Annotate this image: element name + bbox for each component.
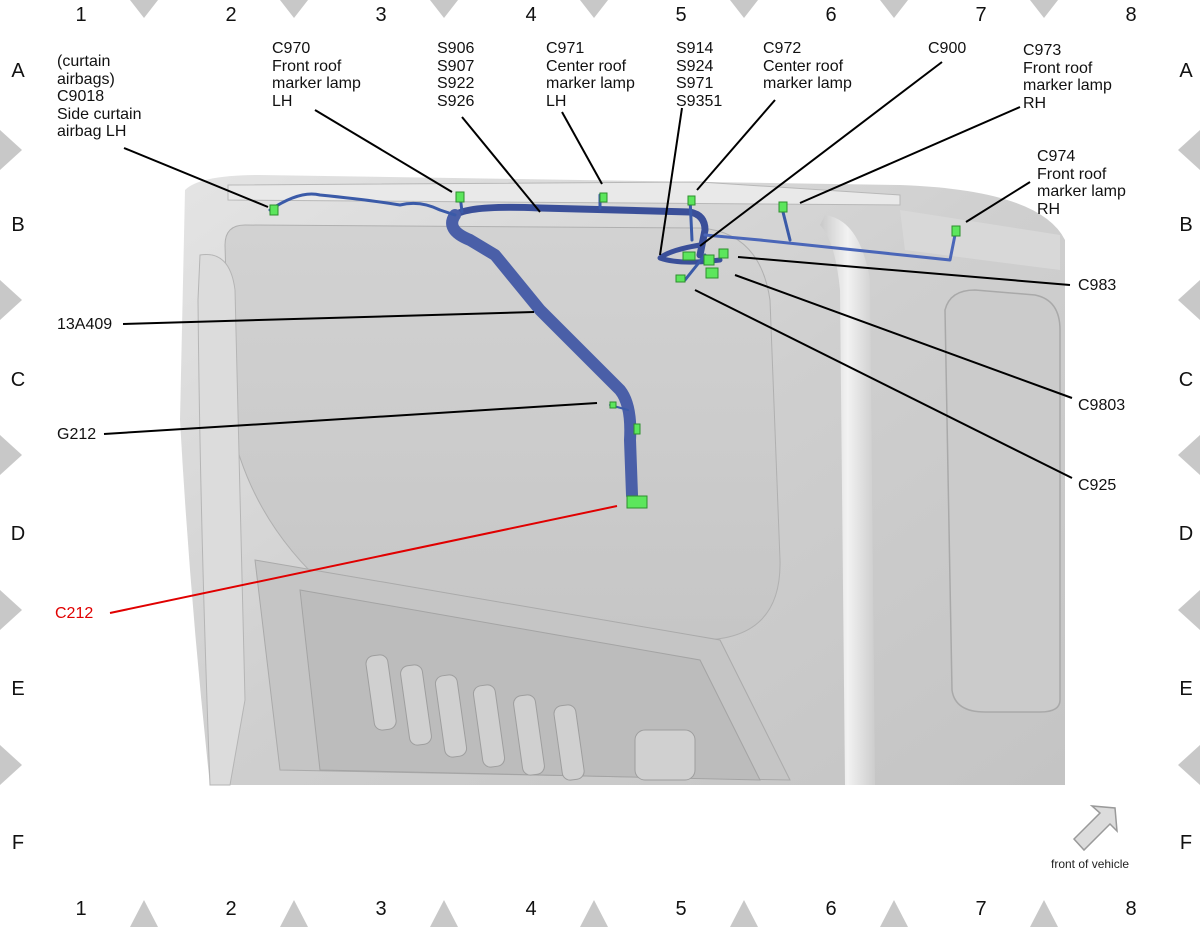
callout-line: RH bbox=[1023, 94, 1047, 112]
callout-line: C9018 bbox=[57, 88, 105, 105]
callout-line: LH bbox=[272, 92, 293, 110]
callout-c212: C212 bbox=[55, 605, 94, 622]
callout-line: Front roof bbox=[272, 57, 342, 75]
grid-col-2-bottom: 2 bbox=[225, 898, 237, 920]
grid-col-8-top: 8 bbox=[1125, 4, 1137, 26]
callout-line: C974 bbox=[1037, 148, 1076, 165]
callout-13a409-harness: 13A409 bbox=[57, 316, 113, 333]
callout-line: Center roof bbox=[763, 57, 844, 75]
leader-lines bbox=[103, 61, 1073, 479]
harness-13a409 bbox=[268, 192, 957, 501]
grid-col-1-top: 1 bbox=[75, 4, 87, 26]
callout-line: S971 bbox=[676, 75, 714, 92]
callout-c972: C972 Center roof marker lamp bbox=[763, 40, 852, 93]
callout-c925: C925 bbox=[1078, 477, 1117, 494]
callout-c970: C970 Front roof marker lamp LH bbox=[272, 40, 361, 110]
callout-line: S9351 bbox=[676, 92, 723, 110]
callout-line: C900 bbox=[928, 40, 967, 57]
callout-line: Center roof bbox=[546, 57, 627, 75]
callout-line: LH bbox=[546, 92, 567, 110]
grid-row-c-left: C bbox=[10, 369, 26, 391]
grid-row-b-right: B bbox=[1179, 214, 1193, 236]
callout-line: marker lamp bbox=[546, 75, 635, 92]
callout-line: marker lamp bbox=[763, 75, 852, 92]
front-of-vehicle-label: front of vehicle bbox=[1051, 857, 1130, 871]
callout-line: S924 bbox=[676, 57, 714, 75]
callout-c900: C900 bbox=[928, 40, 966, 58]
callout-c983: C983 bbox=[1078, 277, 1117, 294]
grid-col-7-top: 7 bbox=[975, 4, 987, 26]
grid-col-3-bottom: 3 bbox=[375, 898, 387, 920]
grid-row-f-left: F bbox=[11, 832, 25, 854]
callout-c974: C974 Front roof marker lamp RH bbox=[1037, 148, 1126, 218]
callout-g212-ground: G212 bbox=[57, 426, 97, 443]
grid-col-5-top: 5 bbox=[675, 4, 687, 26]
callout-line: Side curtain bbox=[57, 105, 142, 123]
grid-col-8-bottom: 8 bbox=[1125, 898, 1137, 920]
grid-row-d-right: D bbox=[1178, 523, 1194, 545]
grid-row-e-right: E bbox=[1179, 678, 1193, 700]
callout-line: (curtain bbox=[57, 53, 111, 70]
callout-c971: C971 Center roof marker lamp LH bbox=[546, 40, 635, 110]
callout-splices-s906-s926: S906 S907 S922 S926 bbox=[437, 40, 474, 110]
grid-col-6-top: 6 bbox=[825, 4, 837, 26]
grid-row-b-left: B bbox=[11, 214, 25, 236]
grid-col-1-bottom: 1 bbox=[75, 898, 87, 920]
callout-line: S922 bbox=[437, 75, 475, 92]
callout-line: S914 bbox=[676, 40, 714, 57]
grid-col-7-bottom: 7 bbox=[975, 898, 987, 920]
grid-col-4-top: 4 bbox=[525, 4, 537, 26]
grid-col-3-top: 3 bbox=[375, 4, 387, 26]
callout-c9803: C9803 bbox=[1078, 397, 1126, 414]
leader-line-c212 bbox=[109, 505, 618, 614]
connectors bbox=[269, 191, 961, 509]
callout-line: marker lamp bbox=[272, 75, 361, 92]
grid-row-a-left: A bbox=[11, 60, 25, 82]
arrow-up-right-icon bbox=[1072, 805, 1118, 852]
callout-line: S926 bbox=[437, 92, 475, 110]
callout-c9018-side-curtain-airbag: (curtain airbags) C9018 Side curtain air… bbox=[57, 53, 142, 141]
callout-c973: C973 Front roof marker lamp RH bbox=[1023, 42, 1112, 112]
callout-line: C970 bbox=[272, 40, 311, 57]
callout-line: C973 bbox=[1023, 42, 1062, 59]
callout-line: marker lamp bbox=[1037, 183, 1126, 200]
callout-line: RH bbox=[1037, 200, 1061, 218]
callout-line: marker lamp bbox=[1023, 77, 1112, 94]
grid-col-6-bottom: 6 bbox=[825, 898, 837, 920]
grid-col-5-bottom: 5 bbox=[675, 898, 687, 920]
callout-line: S907 bbox=[437, 57, 475, 75]
grid-col-2-top: 2 bbox=[225, 4, 237, 26]
callout-splices-s914-s9351: S914 S924 S971 S9351 bbox=[676, 40, 722, 110]
grid-row-a-right: A bbox=[1179, 60, 1193, 82]
callout-line: airbags) bbox=[57, 70, 115, 88]
callout-line: Front roof bbox=[1023, 59, 1093, 77]
grid-col-4-bottom: 4 bbox=[525, 898, 537, 920]
callout-line: C972 bbox=[763, 40, 802, 57]
grid-row-e-left: E bbox=[11, 678, 25, 700]
callout-line: Front roof bbox=[1037, 165, 1107, 183]
callout-line: C971 bbox=[546, 40, 585, 57]
vehicle-side-panel bbox=[180, 175, 1065, 786]
grid-row-d-left: D bbox=[10, 523, 26, 545]
grid-row-f-right: F bbox=[1179, 832, 1193, 854]
callout-line: airbag LH bbox=[57, 123, 127, 140]
grid-row-c-right: C bbox=[1178, 369, 1194, 391]
callout-line: S906 bbox=[437, 40, 475, 57]
